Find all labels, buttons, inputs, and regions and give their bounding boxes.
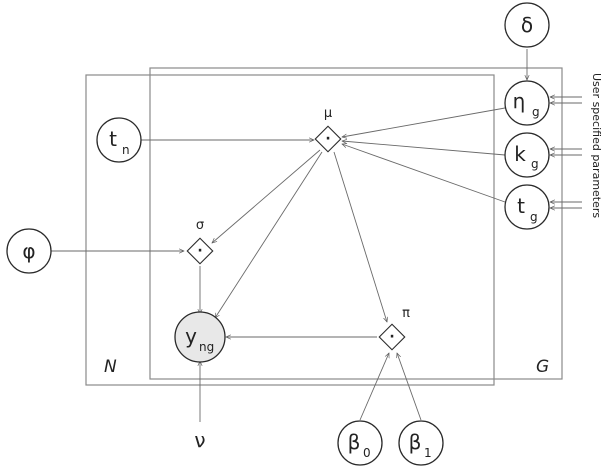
node-delta: δ xyxy=(504,2,550,48)
svg-text:k: k xyxy=(514,142,526,166)
edge-eta-mu xyxy=(342,107,506,137)
svg-text:y: y xyxy=(185,324,197,348)
svg-text:1: 1 xyxy=(424,446,432,460)
edge-mu-pi xyxy=(333,151,387,322)
svg-text:t: t xyxy=(517,194,525,218)
edge-beta1-pi xyxy=(397,353,422,421)
svg-text:π: π xyxy=(402,306,410,321)
node-k-g: k g xyxy=(504,132,550,178)
svg-text:β: β xyxy=(409,430,422,454)
svg-text:g: g xyxy=(532,105,540,119)
node-beta-0: β 0 xyxy=(337,420,383,466)
node-beta-1: β 1 xyxy=(398,420,444,466)
plate-n-label: N xyxy=(104,357,117,377)
det-node-sigma: · σ xyxy=(186,218,214,265)
det-node-pi: · π xyxy=(378,306,410,351)
plate-g-label: G xyxy=(536,357,549,377)
svg-text:μ: μ xyxy=(324,106,332,121)
node-y-ng: y ng xyxy=(174,311,226,363)
node-phi: φ xyxy=(6,228,52,274)
svg-text:η: η xyxy=(513,89,526,113)
edge-k-mu xyxy=(342,141,506,156)
svg-text:g: g xyxy=(530,210,538,224)
node-t-g: t g xyxy=(504,184,550,230)
plate-g xyxy=(149,67,563,380)
svg-text:·: · xyxy=(389,329,394,345)
svg-text:·: · xyxy=(325,131,330,147)
svg-text:β: β xyxy=(348,430,361,454)
plate-n xyxy=(85,74,495,386)
svg-text:σ: σ xyxy=(196,218,204,233)
node-t-n: t n xyxy=(96,117,142,163)
edge-beta0-pi xyxy=(359,353,390,421)
edge-mu-sigma xyxy=(212,149,321,243)
node-nu: ν xyxy=(194,428,205,452)
svg-text:t: t xyxy=(109,127,117,151)
user-specified-parameters-label: User specified parameters xyxy=(590,73,603,218)
edge-mu-y xyxy=(215,151,323,318)
svg-text:·: · xyxy=(197,243,202,259)
svg-text:δ: δ xyxy=(521,13,533,37)
svg-text:g: g xyxy=(531,157,539,171)
svg-text:n: n xyxy=(122,143,130,157)
det-node-mu: · μ xyxy=(314,106,342,153)
svg-text:ng: ng xyxy=(199,340,214,354)
svg-text:0: 0 xyxy=(363,446,371,460)
edge-t-mu xyxy=(342,144,506,203)
svg-text:φ: φ xyxy=(22,239,35,263)
node-eta-g: η g xyxy=(504,80,550,126)
